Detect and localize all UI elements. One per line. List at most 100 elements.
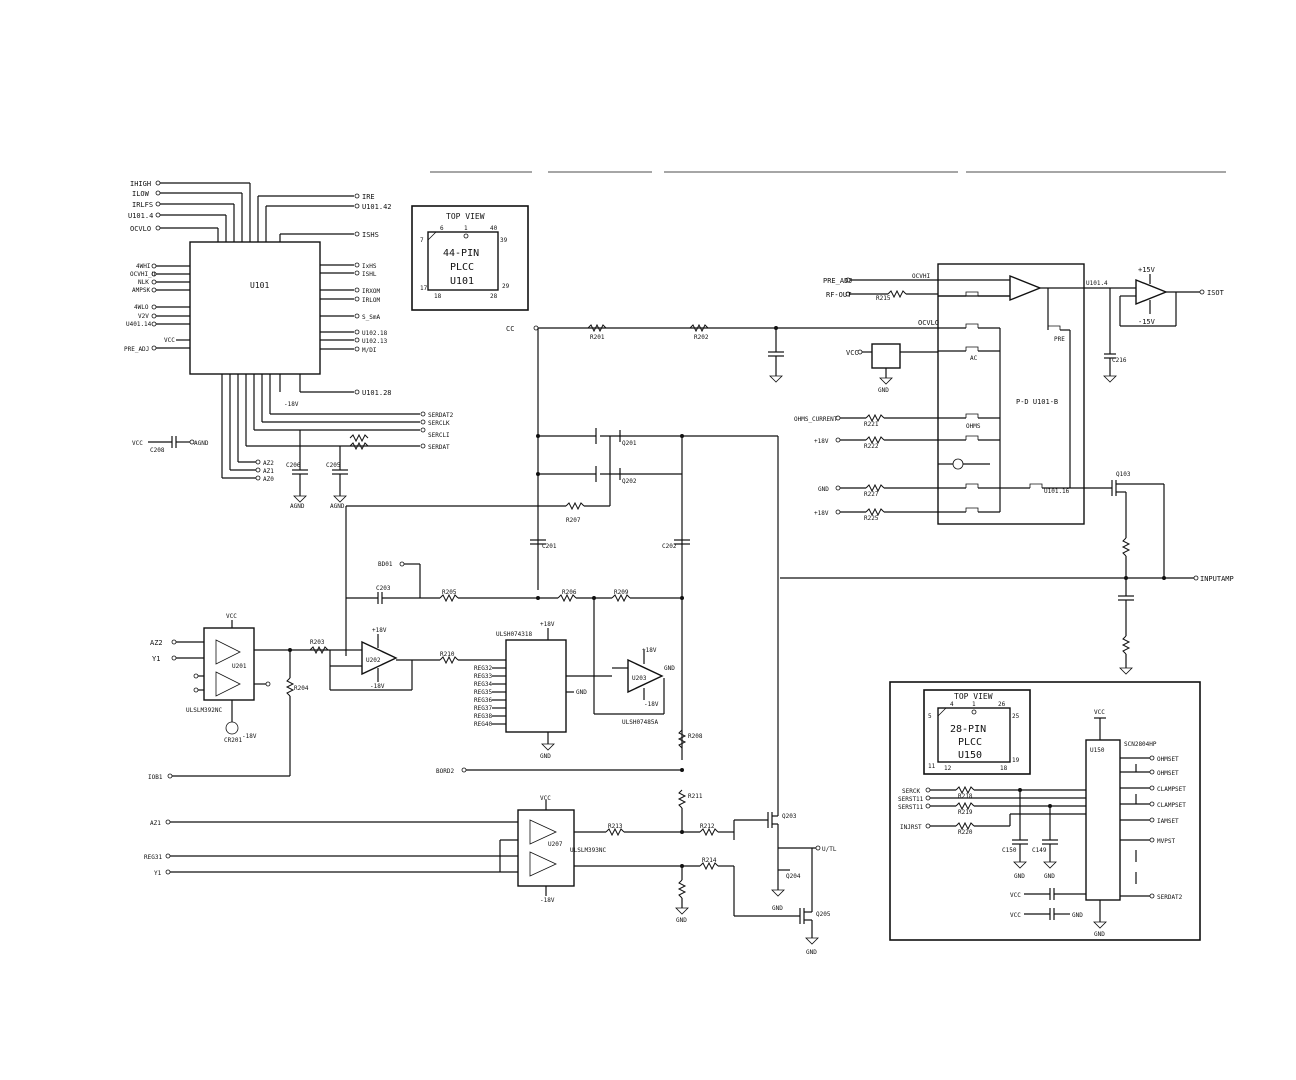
u150-section: TOP VIEW 28-PIN PLCC U150 4 1 26 25 5 11…: [889, 681, 1201, 941]
u150-in-injrst: INJRST: [900, 824, 922, 831]
pre-switch-label: PRE: [1054, 336, 1065, 343]
switch-array: PRE AC OHMS: [938, 288, 1084, 513]
u150-out-clampset-1: CLAMPSET: [1157, 786, 1186, 793]
pkg28-pin-11: 11: [928, 763, 936, 770]
sig-ishs: ISHS: [362, 231, 379, 239]
u101-label: U101: [250, 281, 269, 290]
sig-4whi: 4WHI: [136, 263, 151, 270]
u203-label: U203: [632, 675, 647, 682]
pkg44-pin-18: 18: [434, 293, 442, 300]
gnd-label-in: GND: [818, 486, 829, 493]
agnd-label-3: AGND: [194, 440, 209, 447]
u207-part: ULSLM393NC: [570, 847, 607, 854]
res-r209: R209: [614, 589, 629, 596]
bottom-gnd-2: GND: [772, 905, 783, 912]
cap-c201: C201: [542, 543, 557, 550]
pkg44-pin-29: 29: [502, 283, 510, 290]
sig-az2-out: AZ2: [263, 460, 274, 467]
pkg44-pin-39: 39: [500, 237, 508, 244]
sig-u102-18: U102.18: [362, 330, 388, 337]
q203-label: Q203: [782, 813, 797, 820]
cap-c216: C216: [1112, 357, 1127, 364]
pkg28-line2: PLCC: [958, 737, 982, 748]
u150-inputs: SERCK R218 SERST11 SERST11 R219 INJRST R…: [898, 785, 1086, 920]
cr201-m18v: -18V: [242, 733, 257, 740]
sig-irxom: IRXOM: [362, 288, 380, 295]
q204-label: Q204: [786, 873, 801, 880]
sig-az0-out: AZ0: [263, 476, 274, 483]
res-r212: R212: [700, 823, 715, 830]
reg38: REG38: [474, 713, 492, 720]
sig-v2v: V2V: [138, 313, 149, 320]
res-r213-a: R213: [608, 823, 623, 830]
reg36: REG36: [474, 697, 492, 704]
sig-nlk: NLK: [138, 279, 149, 286]
res-r222: R222: [864, 443, 879, 450]
pkg44-pin-40: 40: [490, 225, 498, 232]
ocvlo-pin-label: OCVLO: [918, 319, 939, 327]
reg-inputs: REG32 REG33 REG34 REG35 REG36 REG37 REG3…: [474, 665, 506, 728]
q201-label: Q201: [622, 440, 637, 447]
sig-ampsk: AMPSK: [132, 287, 150, 294]
res-r219: R219: [958, 809, 973, 816]
ohms-switch-label: OHMS: [966, 423, 981, 430]
sig-u401-14: U401.14: [126, 321, 152, 328]
u207-label: U207: [548, 841, 563, 848]
u101-chip: U101 IHIGH ILOW IRLFS U101.4 OCVLO: [124, 180, 454, 510]
sig-serdat2: SERDAT2: [428, 412, 454, 419]
cap-c205: C205: [326, 462, 341, 469]
q103-label: Q103: [1116, 471, 1131, 478]
u201-label: U201: [232, 663, 247, 670]
gnd-label-reg: GND: [878, 387, 889, 394]
cc-network: CC R201 R202 Q201 Q202 R207: [345, 323, 784, 760]
bottom-out: U/TL: [822, 846, 837, 853]
u150-out-mvpst: MVPST: [1157, 838, 1175, 845]
input-amp-label: INPUTAMP: [1200, 575, 1234, 583]
res-r208: R208: [688, 733, 703, 740]
sig-ixhs: IxHS: [362, 263, 377, 270]
u204-gnd-side: GND: [576, 689, 587, 696]
res-r211: R211: [688, 793, 703, 800]
res-r214: R214: [702, 857, 717, 864]
sig-u101-28: U101.28: [362, 389, 392, 397]
p18v-label-2: +18V: [814, 510, 829, 517]
res-r205: R205: [442, 589, 457, 596]
sig-serdat: SERDAT: [428, 444, 450, 451]
u150-part: SCN2804HP: [1124, 741, 1157, 748]
pkg44-line3: U101: [450, 276, 474, 287]
sig-az1-out: AZ1: [263, 468, 274, 475]
res-r227: R227: [864, 491, 879, 498]
sig-ihigh: IHIGH: [130, 180, 151, 188]
u101-16-label: U101.16: [1044, 488, 1070, 495]
u150-gnd: GND: [1094, 931, 1105, 938]
u101-left-inputs: 4WHI OCVHI_U NLK AMPSK 4WLO V2V U401.14 …: [124, 263, 190, 353]
bottom-reg31: REG31: [144, 854, 162, 861]
pkg-44-view: TOP VIEW 44-PIN PLCC U101 6 1 40 39 7 17…: [411, 205, 529, 311]
res-r201: R201: [590, 334, 605, 341]
ocvhi-pin-label: OCVHI: [912, 273, 930, 280]
res-r225: R225: [864, 515, 879, 522]
p15v-label: +15V: [1138, 266, 1156, 274]
agnd-label-2: AGND: [330, 503, 345, 510]
u150-in-serst2: SERST11: [898, 804, 924, 811]
sig-s-sma: S_SmA: [362, 314, 380, 321]
res-r202: R202: [694, 334, 709, 341]
rf-out-label: RF-OUT: [826, 291, 852, 299]
u204-gnd: GND: [540, 753, 551, 760]
u150-out-iamset: IAMSET: [1157, 818, 1179, 825]
pkg44-pin-1: 1: [464, 225, 468, 232]
u150-out-clampset-2: CLAMPSET: [1157, 802, 1186, 809]
cc-input-label: CC: [506, 325, 514, 333]
u203-m18v: -18V: [644, 701, 659, 708]
u150-in-serck: SERCK: [902, 788, 920, 795]
bd01-label: BD01: [378, 561, 393, 568]
sig-pre-adj: PRE_ADJ: [124, 346, 149, 353]
res-r220: R220: [958, 829, 973, 836]
u150-vcc-row-1: VCC: [1010, 892, 1021, 899]
ohms-current-label: OHMS_CURRENT: [794, 416, 838, 423]
cap-c206: C206: [286, 462, 301, 469]
reg35: REG35: [474, 689, 492, 696]
u150-out-ohmset-2: OHMSET: [1157, 770, 1179, 777]
u203-p18v: +18V: [642, 647, 657, 654]
